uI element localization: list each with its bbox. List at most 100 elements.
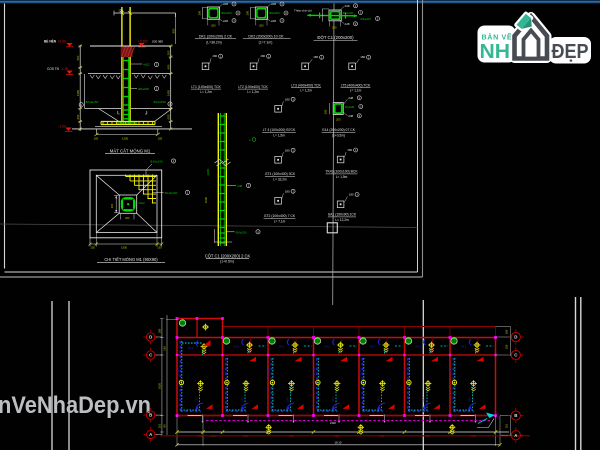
- svg-text:2: 2: [360, 11, 362, 15]
- svg-text:LT 4 (100x200) B7CK: LT 4 (100x200) B7CK: [263, 128, 296, 132]
- svg-text:L= 12,2m: L= 12,2m: [335, 218, 349, 222]
- svg-text:2d8: 2d8: [271, 2, 276, 6]
- svg-text:2: 2: [360, 105, 362, 109]
- svg-text:GT1 (100x400) 3CK: GT1 (100x400) 3CK: [265, 172, 296, 176]
- svg-text:180: 180: [260, 54, 265, 58]
- svg-text:450: 450: [167, 64, 171, 69]
- svg-text:C: C: [149, 353, 153, 358]
- svg-text:1200: 1200: [122, 136, 129, 140]
- svg-text:B: B: [514, 413, 517, 418]
- svg-text:D4.1: D4.1: [196, 396, 199, 402]
- svg-text:1: 1: [80, 103, 82, 107]
- svg-text:DK1 (200x200) 2 CK: DK1 (200x200) 2 CK: [199, 34, 233, 38]
- svg-text:2: 2: [285, 11, 287, 15]
- svg-text:3: 3: [355, 22, 357, 26]
- svg-text:200: 200: [332, 26, 337, 30]
- svg-text:160: 160: [505, 329, 509, 334]
- svg-text:200: 200: [324, 109, 328, 114]
- svg-text:3900: 3900: [206, 168, 210, 175]
- svg-text:180: 180: [285, 97, 290, 101]
- svg-text:1: 1: [368, 55, 370, 59]
- svg-text:NH: NH: [480, 40, 511, 63]
- svg-text:C: C: [514, 353, 518, 358]
- svg-text:L= 32,2m: L= 32,2m: [273, 177, 287, 181]
- svg-text:2: 2: [237, 11, 239, 15]
- svg-text:150: 150: [163, 346, 167, 351]
- svg-text:(1+0.5m): (1+0.5m): [220, 260, 234, 264]
- svg-text:G14 (200x200) 07 CK: G14 (200x200) 07 CK: [322, 128, 356, 132]
- svg-text:1: 1: [233, 2, 235, 6]
- svg-text:200: 200: [336, 118, 341, 122]
- svg-text:Φ10a150: Φ10a150: [165, 191, 178, 195]
- svg-text:2d8: 2d8: [271, 19, 276, 23]
- svg-text:D: D: [149, 335, 152, 340]
- svg-text:2: 2: [248, 184, 250, 188]
- svg-text:1: 1: [355, 4, 357, 8]
- svg-text:L= 1,5m: L= 1,5m: [336, 175, 348, 179]
- svg-text:1: 1: [257, 230, 259, 234]
- svg-text:300: 300: [167, 50, 171, 55]
- svg-text:D4.1: D4.1: [378, 396, 381, 402]
- svg-text:Φ6a2M: Φ6a2M: [345, 105, 355, 109]
- svg-text:1: 1: [359, 96, 361, 100]
- svg-text:S=13.4: S=13.4: [449, 367, 453, 376]
- svg-text:D4.1: D4.1: [241, 396, 244, 402]
- svg-text:Φ6a200: Φ6a200: [343, 11, 354, 15]
- svg-text:1: 1: [156, 87, 158, 91]
- svg-text:COS TN: COS TN: [47, 67, 60, 71]
- svg-text:2d8: 2d8: [348, 96, 353, 100]
- svg-text:D4.1: D4.1: [469, 396, 472, 402]
- svg-text:1: 1: [292, 189, 294, 193]
- svg-text:180: 180: [212, 54, 217, 58]
- svg-text:110: 110: [157, 423, 161, 428]
- svg-text:D4.3: D4.3: [279, 346, 285, 349]
- svg-text:S=13.4: S=13.4: [176, 367, 180, 376]
- svg-text:1: 1: [187, 191, 189, 195]
- svg-text:2: 2: [377, 17, 379, 21]
- svg-text:900: 900: [172, 28, 176, 33]
- svg-text:200: 200: [119, 9, 124, 13]
- svg-text:S=13.4: S=13.4: [358, 367, 362, 376]
- svg-text:18.10: 18.10: [335, 441, 342, 445]
- svg-text:D4.3: D4.3: [461, 346, 467, 349]
- svg-text:2d8: 2d8: [345, 4, 350, 8]
- svg-text:180: 180: [347, 148, 352, 152]
- svg-text:1450: 1450: [167, 89, 171, 96]
- svg-text:1: 1: [268, 54, 270, 58]
- svg-text:2400: 2400: [330, 421, 336, 425]
- svg-text:(L=7.1m): (L=7.1m): [259, 40, 273, 44]
- svg-text:2d8: 2d8: [223, 2, 228, 6]
- svg-text:a: a: [249, 139, 251, 142]
- svg-text:D4.3: D4.3: [234, 346, 240, 349]
- svg-text:2: 2: [173, 159, 175, 163]
- svg-text:D4.3: D4.3: [325, 346, 331, 349]
- svg-text:500: 500: [76, 55, 80, 60]
- svg-text:B: B: [149, 413, 152, 418]
- svg-text:1: 1: [292, 97, 294, 101]
- svg-text:(L=36.2m): (L=36.2m): [206, 40, 222, 44]
- svg-text:S=13.4: S=13.4: [222, 367, 226, 376]
- svg-text:180: 180: [313, 55, 318, 59]
- svg-text:S=13.4: S=13.4: [267, 367, 271, 376]
- svg-text:LT5 (400x400) TCK: LT5 (400x400) TCK: [341, 83, 371, 87]
- svg-text:150: 150: [505, 344, 509, 349]
- svg-text:150: 150: [157, 246, 162, 250]
- svg-text:L= 1,1m: L= 1,1m: [350, 89, 362, 93]
- svg-text:Φ10a150: Φ10a150: [153, 100, 166, 104]
- svg-text:ĐỘT C1 (200x200): ĐỘT C1 (200x200): [317, 35, 354, 40]
- svg-text:3: 3: [233, 19, 235, 23]
- svg-text:Φ6a200: Φ6a200: [269, 11, 280, 15]
- svg-text:3: 3: [359, 114, 361, 118]
- svg-text:D4.1: D4.1: [423, 396, 426, 402]
- svg-text:LT2 (100x400) TCK: LT2 (100x400) TCK: [238, 85, 268, 89]
- svg-text:180: 180: [360, 55, 365, 59]
- svg-text:S=13.4: S=13.4: [404, 367, 408, 376]
- svg-text:100: 100: [94, 136, 99, 140]
- svg-text:200: 200: [245, 10, 249, 15]
- svg-text:160: 160: [157, 328, 161, 333]
- svg-text:(1+0,5m): (1+0,5m): [332, 133, 345, 137]
- svg-text:CHI TIẾT MÓNG M1 (90X90): CHI TIẾT MÓNG M1 (90X90): [104, 257, 158, 262]
- svg-text:4d12: 4d12: [143, 63, 150, 67]
- svg-text:D: D: [514, 335, 517, 340]
- svg-text:1: 1: [220, 54, 222, 58]
